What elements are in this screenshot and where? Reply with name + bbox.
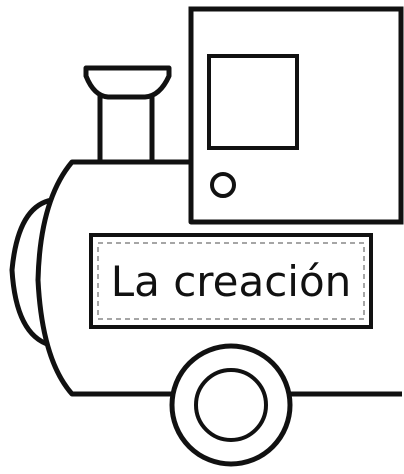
- smokestack-funnel: [83, 65, 172, 100]
- wheel-hub: [194, 368, 268, 442]
- label-plate: [89, 233, 373, 329]
- smokestack-icon: [97, 93, 155, 165]
- train-label-text: La creación: [111, 257, 352, 306]
- porthole-icon: [210, 172, 236, 198]
- window-icon: [207, 54, 299, 150]
